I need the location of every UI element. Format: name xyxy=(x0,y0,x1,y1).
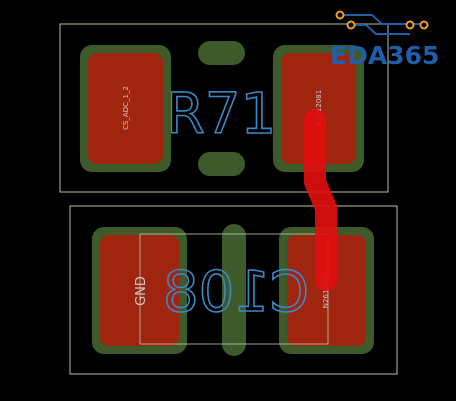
logo-text: EDA365 xyxy=(330,41,439,70)
logo-node-1 xyxy=(335,10,345,20)
c108-designator: C108 xyxy=(163,260,309,325)
logo-node-4 xyxy=(419,20,429,30)
r71-pad-2-copper xyxy=(281,53,356,164)
r71-pad-2-net-label: N2612081 xyxy=(315,90,323,126)
c108-outline xyxy=(69,205,398,375)
r71-outline xyxy=(59,23,389,193)
r71-top-via-oval xyxy=(198,41,245,65)
r71-pad-1-net-label: CS_ADC_1_2 xyxy=(122,86,130,130)
logo-node-2 xyxy=(346,20,356,30)
c108-pad-1-net-label: GND xyxy=(134,276,149,306)
component-r71[interactable]: R71 CS_ADC_1_2 N2612081 xyxy=(59,23,389,193)
r71-bottom-via-oval xyxy=(198,152,245,176)
r71-pad-1-copper xyxy=(88,53,163,164)
c108-center-oval xyxy=(222,224,246,356)
r71-pad-2[interactable]: N2612081 xyxy=(273,45,364,172)
component-c108[interactable]: C108 GND N2612081 xyxy=(69,205,398,375)
trace-n2612081[interactable] xyxy=(304,109,337,291)
logo-trace-lines xyxy=(340,14,424,35)
trace-n2612081-segment xyxy=(304,109,337,291)
r71-designator: R71 xyxy=(166,82,276,147)
r71-pad-1[interactable]: CS_ADC_1_2 xyxy=(80,45,171,172)
eda365-logo: EDA365 xyxy=(330,10,439,70)
logo-node-3 xyxy=(405,20,415,30)
